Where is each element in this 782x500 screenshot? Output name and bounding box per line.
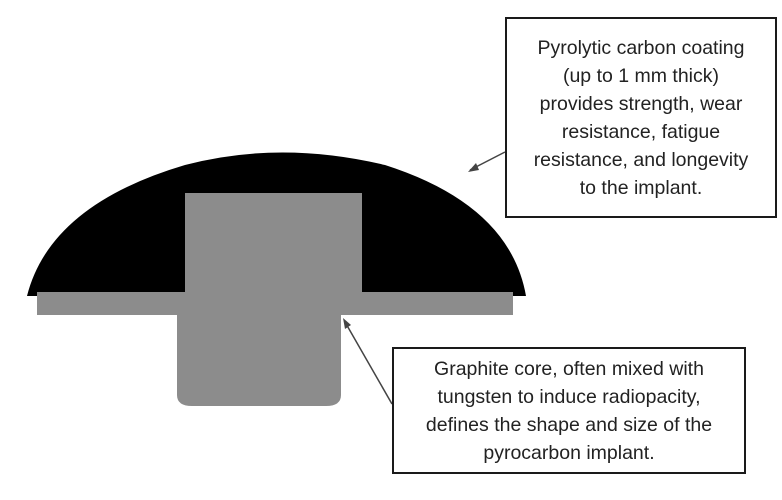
coating-arrowhead	[468, 163, 479, 172]
graphite-core-flange	[37, 292, 513, 315]
core-arrowhead	[343, 318, 351, 329]
coating-line-3: provides strength, wear	[539, 92, 743, 115]
core-line-1: Graphite core, often mixed with	[434, 357, 704, 380]
core-callout-text: Graphite core, often mixed with tungsten…	[426, 355, 712, 467]
coating-line-1: Pyrolytic carbon coating	[537, 36, 745, 59]
pyrolytic-carbon-coating	[27, 152, 526, 296]
coating-line-4: resistance, fatigue	[561, 120, 721, 143]
graphite-core-upper	[185, 193, 362, 296]
core-line-4: pyrocarbon implant.	[483, 441, 655, 464]
coating-line-5: resistance, and longevity	[533, 148, 749, 171]
core-line-3: defines the shape and size of the	[425, 413, 713, 436]
core-line-2: tungsten to induce radiopacity,	[437, 385, 701, 408]
coating-line-6: to the implant.	[579, 176, 703, 199]
graphite-core-stem	[177, 315, 341, 406]
coating-callout-box: Pyrolytic carbon coating (up to 1 mm thi…	[505, 17, 777, 218]
core-callout-box: Graphite core, often mixed with tungsten…	[392, 347, 746, 474]
coating-line-2: (up to 1 mm thick)	[562, 64, 720, 87]
coating-callout-text: Pyrolytic carbon coating (up to 1 mm thi…	[534, 34, 749, 202]
core-leader-line	[344, 321, 393, 405]
